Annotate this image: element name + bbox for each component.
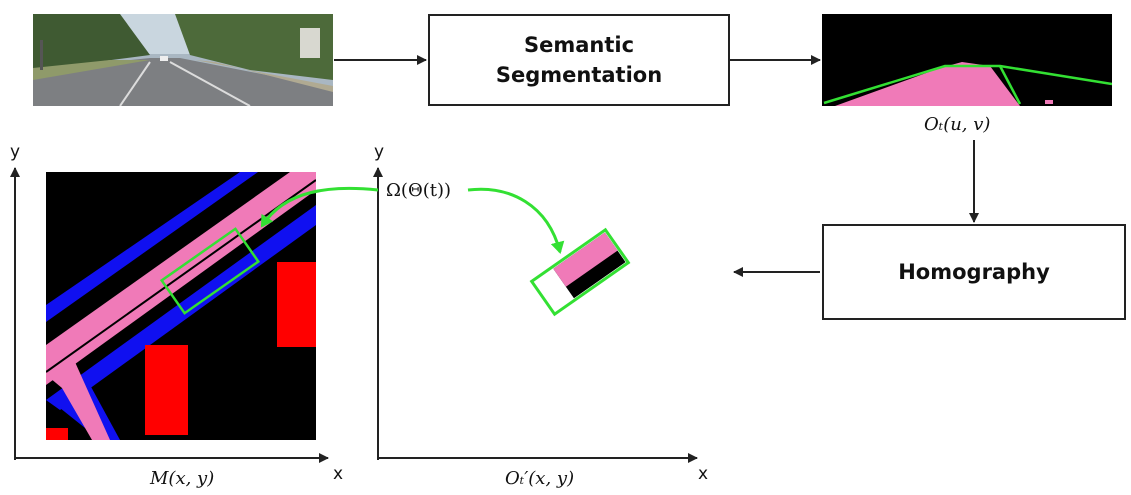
segmented-output-image — [822, 14, 1112, 106]
semantic-segmentation-box: Semantic Segmentation — [428, 14, 730, 106]
map-x-axis-label: x — [333, 464, 343, 484]
semantic-label-line1: Semantic — [496, 30, 662, 60]
transform-label: Ω(Θ(t)) — [383, 180, 454, 201]
projection-y-axis-label: y — [374, 142, 384, 162]
projected-output-label: Oₜ′(x, y) — [505, 468, 574, 489]
semantic-label-line2: Segmentation — [496, 60, 662, 90]
projection-x-axis-label: x — [698, 464, 708, 484]
homography-label: Homography — [898, 257, 1050, 287]
map-y-axis-label: y — [10, 142, 20, 162]
input-road-photo — [33, 14, 333, 106]
map-label: M(x, y) — [150, 468, 214, 489]
projected-patch — [532, 230, 629, 314]
transform-arrow-right — [468, 189, 560, 252]
segmented-output-label: Oₜ(u, v) — [924, 114, 990, 135]
homography-box: Homography — [822, 224, 1126, 320]
